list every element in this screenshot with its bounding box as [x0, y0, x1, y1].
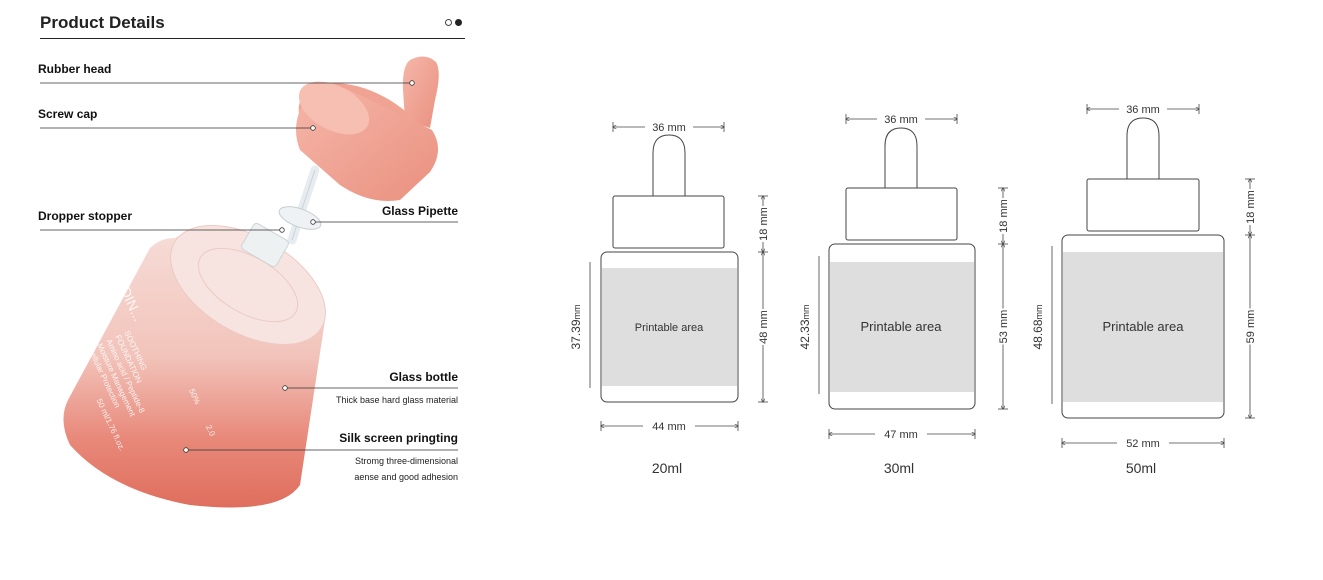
label-bg — [996, 198, 1010, 234]
label-bg — [756, 206, 770, 242]
glass-bottle-shape — [63, 222, 326, 508]
cap-outline — [612, 195, 725, 249]
pager-dots — [445, 19, 462, 26]
label-bg — [1243, 189, 1257, 225]
cap-outline — [845, 187, 958, 241]
label-bg — [643, 418, 695, 432]
printable-area-label: Printable area — [1103, 319, 1185, 334]
page-title: Product Details — [40, 13, 165, 32]
print-height-label: 48.68mm — [1031, 304, 1045, 349]
print-height-unit: mm — [1034, 304, 1044, 319]
pager-dot-2[interactable] — [455, 19, 462, 26]
cap-outline — [1086, 178, 1200, 232]
desc-silk-screen-2: aense and good adhesion — [354, 472, 458, 482]
label-screw-cap: Screw cap — [38, 107, 98, 121]
capacity-label: 30ml — [884, 460, 914, 476]
bottle-drawing-30ml: Printable area — [828, 127, 976, 410]
capacity-label: 20ml — [652, 460, 682, 476]
print-height-label: 42.33mm — [798, 304, 812, 349]
bottle-drawing-20ml: Printable area — [600, 134, 739, 403]
dropper-bulb-outline — [884, 127, 918, 188]
width-bottom-label: 52 mm — [1126, 438, 1160, 450]
cap-height-label: 18 mm — [1245, 190, 1257, 224]
label-bg — [1119, 101, 1167, 115]
body-height-label: 59 mm — [1245, 310, 1257, 344]
printable-area — [602, 268, 737, 386]
print-height-unit: mm — [572, 304, 582, 319]
width-top-label: 36 mm — [652, 122, 686, 134]
body-height-label: 48 mm — [758, 310, 770, 344]
printable-area-label: Printable area — [861, 319, 943, 334]
cap-height-label: 18 mm — [998, 199, 1010, 233]
cap-height-label: 18 mm — [758, 207, 770, 241]
desc-silk-screen-1: Stromg three-dimensional — [354, 456, 458, 466]
screw-cap-shape — [296, 56, 439, 201]
label-bg — [877, 111, 925, 125]
bottle-drawing-50ml: Printable area — [1061, 117, 1225, 419]
glass-pipette-shape — [278, 165, 322, 245]
print-height-label: 37.39mm — [569, 304, 583, 349]
product-details-panel: Product Details — [0, 0, 480, 580]
dropper-bulb-outline — [652, 134, 686, 196]
title-divider — [40, 38, 465, 39]
width-bottom-label: 44 mm — [652, 421, 686, 433]
printable-area — [830, 262, 974, 392]
exploded-bottle-illustration: DIN... SOOTHING FOUNDATION Amino acid / … — [40, 56, 458, 508]
label-glass-bottle: Glass bottle — [389, 370, 458, 384]
desc-glass-bottle: Thick base hard glass material — [335, 395, 458, 405]
label-glass-pipette: Glass Pipette — [381, 204, 458, 218]
printable-area-label: Printable area — [635, 322, 704, 334]
print-height-value: 42.33 — [798, 319, 812, 349]
width-top-label: 36 mm — [884, 114, 918, 126]
label-bg — [996, 308, 1010, 345]
label-silk-screen: Silk screen pringting — [339, 431, 458, 445]
label-bg — [645, 119, 693, 133]
label-bg — [875, 426, 927, 440]
bottle-print-line: 2.0 — [204, 424, 217, 438]
label-bg — [1117, 435, 1169, 449]
width-top-label: 36 mm — [1126, 104, 1160, 116]
printable-area — [1063, 252, 1223, 402]
print-height-value: 48.68 — [1031, 319, 1045, 349]
body-height-label: 53 mm — [998, 310, 1010, 344]
label-bg — [1243, 308, 1257, 345]
label-bg — [756, 309, 770, 345]
pager-dot-1[interactable] — [445, 19, 452, 26]
label-dropper-stopper: Dropper stopper — [38, 209, 133, 223]
dropper-bulb-outline — [1126, 117, 1160, 179]
print-height-unit: mm — [801, 304, 811, 319]
capacity-label: 50ml — [1126, 460, 1156, 476]
leader-lines — [40, 80, 458, 453]
print-height-value: 37.39 — [569, 319, 583, 349]
label-rubber-head: Rubber head — [38, 62, 112, 76]
width-bottom-label: 47 mm — [884, 429, 918, 441]
